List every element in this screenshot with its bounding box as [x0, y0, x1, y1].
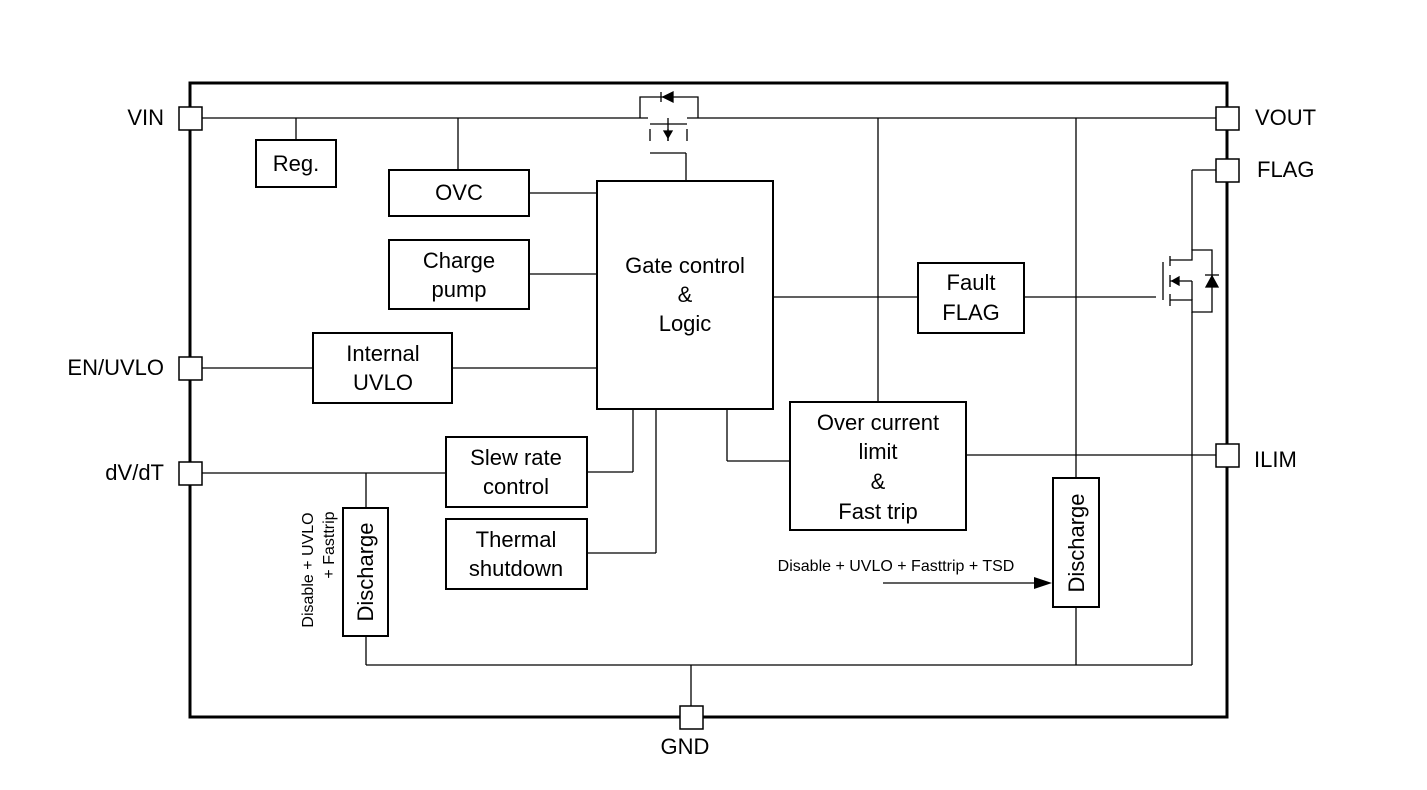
flag-mosfet-symbol — [1162, 249, 1220, 313]
charge-pump-label-line2: pump — [431, 277, 486, 302]
discharge-right-label: Discharge — [1064, 493, 1089, 592]
chip-outline — [188, 81, 1229, 719]
vin-pin-label: VIN — [127, 105, 164, 130]
ilim-pin — [1215, 443, 1240, 468]
gnd-pin — [679, 705, 704, 730]
wires — [202, 117, 1216, 706]
dvdt-pin-label: dV/dT — [105, 460, 164, 485]
dvdt-pin — [178, 461, 203, 486]
discharge-left-block — [342, 507, 389, 637]
over-current-label-line4: Fast trip — [838, 499, 917, 524]
internal-uvlo-label-line1: Internal — [346, 341, 419, 366]
over-current-limit-block — [789, 401, 967, 531]
gate-control-label-line3: Logic — [659, 311, 712, 336]
over-current-label-line3: & — [871, 469, 886, 494]
internal-uvlo-block — [312, 332, 453, 404]
discharge-right-block — [1052, 477, 1100, 608]
thermal-shutdown-block — [445, 518, 588, 590]
fault-flag-block — [917, 262, 1025, 334]
flag-pin-label: FLAG — [1257, 157, 1314, 182]
left-discharge-condition-line2: + Fasttrip — [321, 511, 338, 578]
vin-pin — [178, 106, 203, 131]
gate-control-label-line1: Gate control — [625, 253, 745, 278]
thermal-shutdown-label-line1: Thermal — [476, 527, 557, 552]
right-discharge-condition: Disable + UVLO + Fasttrip + TSD — [778, 558, 1015, 575]
gate-control-logic-block — [596, 180, 774, 410]
regulator-label: Reg. — [273, 151, 319, 176]
discharge-left-label: Discharge — [353, 522, 378, 621]
regulator-block — [255, 139, 337, 188]
left-discharge-condition-line1: Disable + UVLO — [300, 512, 317, 627]
thermal-shutdown-label-line2: shutdown — [469, 556, 563, 581]
slew-rate-control-block — [445, 436, 588, 508]
vout-pin-label: VOUT — [1255, 105, 1316, 130]
charge-pump-block — [388, 239, 530, 310]
en-uvlo-pin-label: EN/UVLO — [67, 355, 164, 380]
fault-flag-label-line1: Fault — [947, 270, 996, 295]
slew-rate-label-line1: Slew rate — [470, 445, 562, 470]
charge-pump-label-line1: Charge — [423, 248, 495, 273]
gnd-pin-label: GND — [661, 734, 710, 759]
vout-pin — [1215, 106, 1240, 131]
internal-uvlo-label-line2: UVLO — [353, 370, 413, 395]
over-current-label-line2: limit — [858, 439, 897, 464]
ovc-block — [388, 169, 530, 217]
en-uvlo-pin — [178, 356, 203, 381]
fault-flag-label-line2: FLAG — [942, 300, 999, 325]
slew-rate-label-line2: control — [483, 474, 549, 499]
flag-pin — [1215, 158, 1240, 183]
ovc-label: OVC — [435, 180, 483, 205]
gate-control-label-line2: & — [678, 282, 693, 307]
ilim-pin-label: ILIM — [1254, 447, 1297, 472]
pass-mosfet-symbol — [639, 90, 699, 141]
over-current-label-line1: Over current — [817, 410, 939, 435]
discharge-condition-arrowhead — [1034, 577, 1052, 589]
